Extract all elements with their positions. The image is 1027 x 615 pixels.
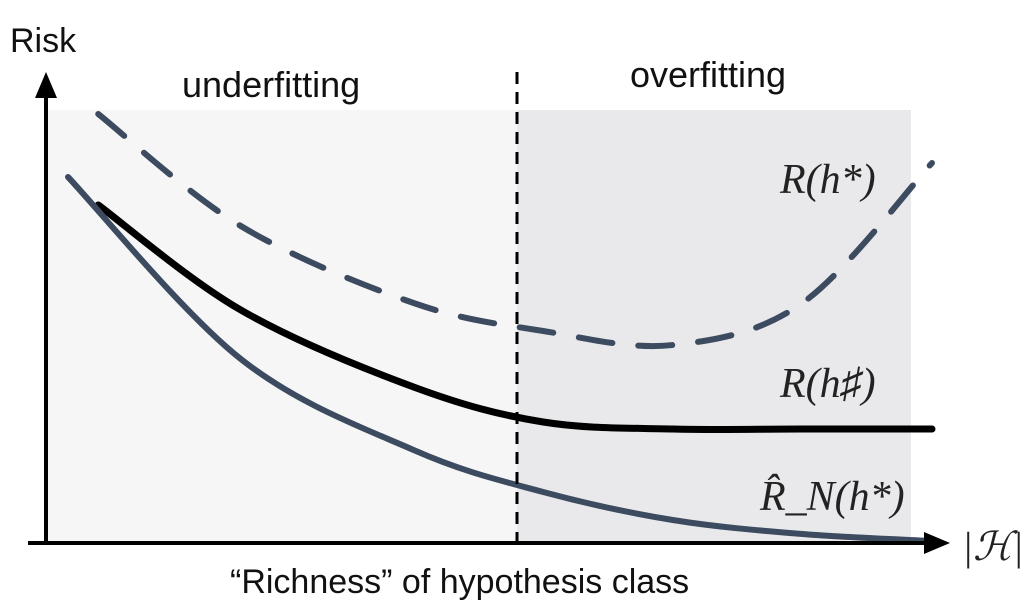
underfitting-label: underfitting <box>182 64 360 105</box>
x-axis-caption: “Richness” of hypothesis class <box>230 563 689 601</box>
y-axis-arrow-icon <box>35 72 57 98</box>
best-in-class-risk-curve <box>94 201 936 434</box>
x-axis-symbol: |ℋ| <box>962 524 1024 569</box>
overfitting-label: overfitting <box>630 54 786 95</box>
empirical-risk-curve <box>65 174 935 544</box>
x-axis-arrow-icon <box>924 532 950 554</box>
true-risk-label: R(h*) <box>779 157 876 203</box>
empirical-risk-label: R̂_N(h*) <box>759 473 905 520</box>
y-axis-label: Risk <box>10 22 77 60</box>
best-in-class-risk-label: R(h♯) <box>779 361 876 407</box>
overfitting-region <box>517 110 911 542</box>
true-risk-curve <box>95 111 935 350</box>
underfitting-region <box>48 110 517 542</box>
